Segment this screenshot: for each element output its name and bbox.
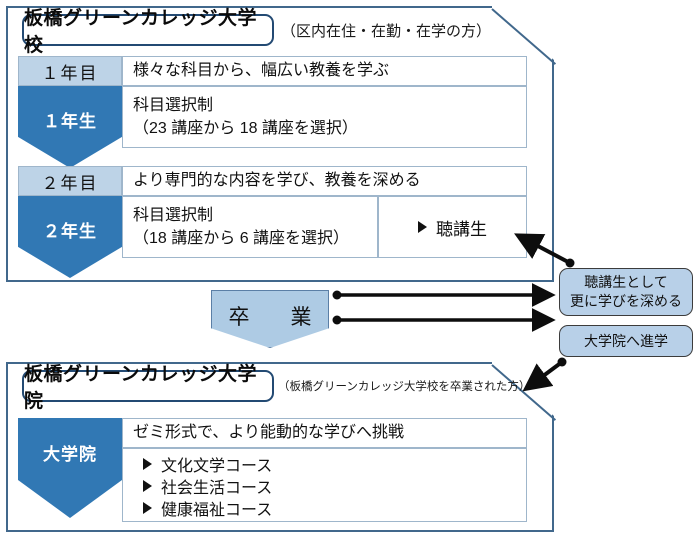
arrow-gradschool-to-container bbox=[522, 357, 567, 392]
triangle-bullet-icon bbox=[143, 480, 152, 492]
graduation-badge: 卒 業 bbox=[211, 290, 329, 348]
course-label: 健康福祉コース bbox=[161, 502, 273, 519]
year1-header-desc: 様々な科目から、幅広い教養を学ぶ bbox=[122, 56, 527, 86]
year2-badge-label: ２年生 bbox=[43, 222, 97, 241]
course-label: 社会生活コース bbox=[161, 480, 273, 497]
list-item[interactable]: 社会生活コース bbox=[123, 475, 526, 497]
course-label: 文化文学コース bbox=[161, 458, 273, 475]
auditor-option-line: 聴講生 bbox=[418, 215, 487, 240]
triangle-bullet-icon bbox=[143, 458, 152, 470]
year2-header: ２年目 bbox=[18, 166, 122, 196]
gradschool-course-list: 文化文学コース 社会生活コース 健康福祉コース bbox=[122, 448, 527, 522]
list-item[interactable]: 文化文学コース bbox=[123, 453, 526, 475]
triangle-bullet-icon bbox=[143, 502, 152, 514]
undergrad-title: 板橋グリーンカレッジ大学校 bbox=[22, 8, 274, 56]
auditor-option-cell[interactable]: 聴講生 bbox=[378, 196, 527, 258]
next-step-auditor[interactable]: 聴講生として 更に学びを深める bbox=[559, 268, 693, 316]
year1-badge-label: １年生 bbox=[43, 112, 97, 131]
gradschool-subtitle: （板橋グリーンカレッジ大学校を卒業された方） bbox=[278, 381, 531, 393]
undergrad-subtitle: （区内在住・在勤・在学の方） bbox=[281, 22, 492, 40]
arrow-grad-to-gradschool bbox=[332, 308, 556, 332]
year2-body-text: 科目選択制 （18 講座から 6 講座を選択） bbox=[133, 206, 350, 247]
auditor-option-label: 聴講生 bbox=[436, 219, 487, 239]
gradschool-header-desc-text: ゼミ形式で、より能動的な学びへ挑戦 bbox=[133, 424, 405, 442]
year1-body: 科目選択制 （23 講座から 18 講座を選択） bbox=[122, 86, 527, 148]
arrow-grad-to-auditor bbox=[332, 283, 556, 307]
year2-header-desc: より専門的な内容を学び、教養を深める bbox=[122, 166, 527, 196]
year1-header-desc-text: 様々な科目から、幅広い教養を学ぶ bbox=[133, 62, 390, 80]
gradschool-header-desc: ゼミ形式で、より能動的な学びへ挑戦 bbox=[122, 418, 527, 448]
gradschool-badge-label: 大学院 bbox=[43, 445, 97, 464]
year2-body: 科目選択制 （18 講座から 6 講座を選択） bbox=[122, 196, 378, 258]
year2-header-desc-text: より専門的な内容を学び、教養を深める bbox=[133, 172, 421, 190]
gradschool-title: 板橋グリーンカレッジ大学院 bbox=[22, 364, 274, 412]
next-step-gradschool[interactable]: 大学院へ進学 bbox=[559, 325, 693, 357]
list-item[interactable]: 健康福祉コース bbox=[123, 497, 526, 519]
triangle-bullet-icon bbox=[418, 221, 427, 233]
graduation-label: 卒 業 bbox=[228, 306, 322, 329]
year1-header: １年目 bbox=[18, 56, 122, 86]
year1-body-text: 科目選択制 （23 講座から 18 講座を選択） bbox=[133, 96, 358, 137]
